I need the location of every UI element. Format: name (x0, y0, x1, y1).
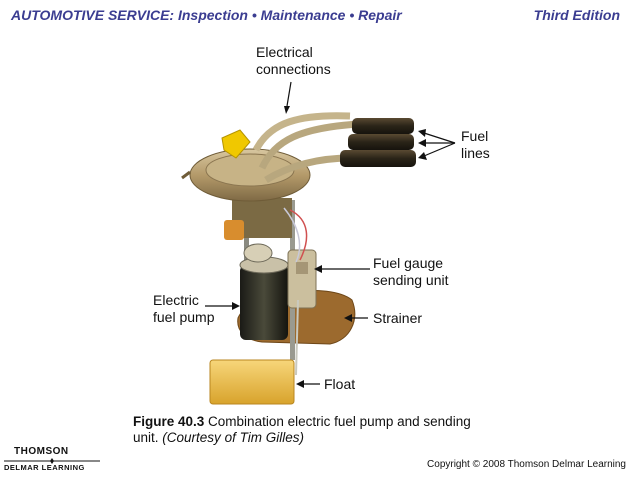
publisher-logo: THOMSON DELMAR LEARNING (4, 446, 100, 474)
fuel-hose-middle (348, 134, 414, 150)
caption-credit: (Courtesy of Tim Gilles) (162, 430, 304, 445)
logo-delmar: DELMAR LEARNING (4, 463, 85, 472)
figure-caption: Figure 40.3 Combination electric fuel pu… (133, 414, 553, 446)
logo-star-line (4, 458, 100, 464)
caption-text: Combination electric fuel pump and sendi… (208, 414, 471, 429)
label-fuel-gauge-sending-unit: Fuel gauge sending unit (373, 255, 449, 288)
label-electric-fuel-pump: Electric fuel pump (153, 292, 215, 325)
leader-electrical (286, 81, 292, 107)
label-electrical-connections: Electrical connections (256, 44, 331, 77)
edition-label: Third Edition (533, 7, 620, 23)
copyright-notice: Copyright © 2008 Thomson Delmar Learning (427, 459, 626, 470)
caption-text-2: unit. (133, 430, 159, 445)
fuel-hose-bottom (340, 150, 416, 167)
logo-thomson: THOMSON (14, 446, 69, 457)
label-float: Float (324, 376, 356, 392)
float-shape (209, 359, 295, 405)
book-title: AUTOMOTIVE SERVICE: Inspection • Mainten… (11, 7, 402, 23)
fuel-hose-top (352, 118, 414, 134)
pump-body (240, 265, 288, 340)
yellow-cap (221, 129, 251, 159)
label-fuel-lines: Fuel lines (461, 128, 490, 161)
sending-unit-shape (287, 249, 317, 309)
figure-number: Figure 40.3 (133, 414, 205, 429)
label-strainer: Strainer (373, 310, 423, 326)
